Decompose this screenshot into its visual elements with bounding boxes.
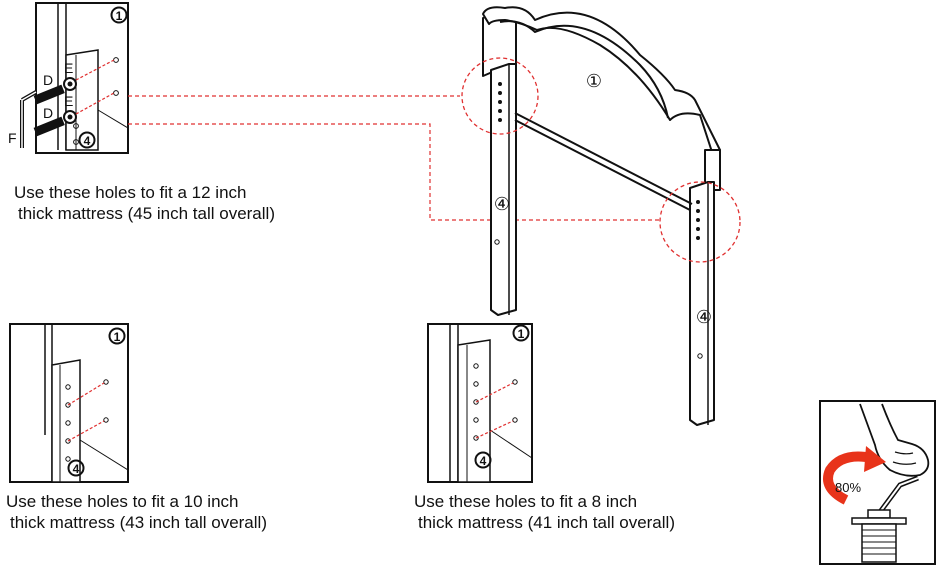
torque-label: 80% [835,480,861,495]
detail-8-inch: 1 4 [427,323,533,483]
caption-12-inch: Use these holes to fit a 12 inch thick m… [14,182,275,224]
caption-8-line1: Use these holes to fit a 8 inch [414,492,638,511]
part-label-f: F [8,130,17,146]
detail-badge-headboard: 1 [114,330,121,344]
bolt-icon [851,509,907,563]
caption-10-inch: Use these holes to fit a 10 inch thick m… [6,491,267,533]
caption-12-line2: thick mattress (45 inch tall overall) [18,204,275,223]
main-leg-holes [494,82,703,359]
bolt-upper [33,77,77,105]
detail-10-inch: 1 4 [9,323,129,483]
detail-badge-leg: 4 [73,462,80,476]
detail-badge-leg: 4 [480,454,487,468]
caption-10-line1: Use these holes to fit a 10 inch [6,492,239,511]
part-label-leg-right: ④ [696,307,712,327]
part-label-headboard: ① [586,71,602,91]
caption-10-line2: thick mattress (43 inch tall overall) [10,513,267,532]
bolt-lower [33,110,77,137]
part-label-d-upper: D [43,72,53,88]
hand-icon [859,403,930,477]
highlight-circle-right [659,181,741,263]
allen-key-icon [20,90,37,148]
part-label-e-lower: E [64,93,73,109]
detail-12-inch: D D E E F 1 4 [8,2,129,154]
headboard-main [482,6,721,426]
caption-8-inch: Use these holes to fit a 8 inch thick ma… [414,491,675,533]
rotation-arrow-icon [823,451,873,505]
detail-badge-headboard: 1 [116,9,123,23]
torque-panel: 80% [819,400,936,565]
part-label-d-lower: D [43,105,53,121]
part-label-e-upper: E [64,60,73,76]
highlight-circle-left [461,57,539,135]
caption-8-line2: thick mattress (41 inch tall overall) [418,513,675,532]
detail-connector-lines [128,95,660,221]
caption-12-line1: Use these holes to fit a 12 inch [14,183,247,202]
part-label-leg-left: ④ [494,194,510,214]
detail-badge-headboard: 1 [518,327,525,341]
detail-badge-leg: 4 [84,134,91,148]
